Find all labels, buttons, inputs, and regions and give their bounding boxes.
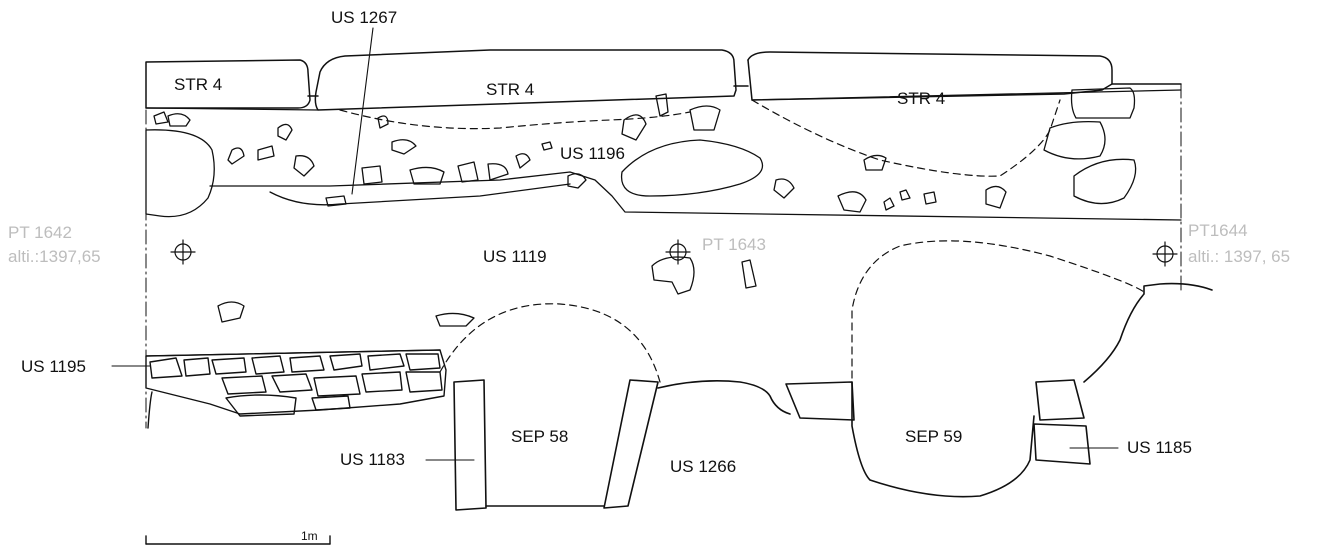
leader-lines xyxy=(111,27,1119,461)
str4-label-middle: STR 4 xyxy=(486,80,535,99)
us1196-rubble xyxy=(145,93,764,218)
str4-blocks xyxy=(145,49,1182,111)
us-1267-label: US 1267 xyxy=(331,8,398,27)
us-1195-label: US 1195 xyxy=(21,357,86,376)
us1195-rubble xyxy=(145,349,447,429)
sep-58-label: SEP 58 xyxy=(511,427,569,446)
pt-1642-altitude: alti.:1397,65 xyxy=(8,247,101,266)
us-1183-label: US 1183 xyxy=(340,450,405,469)
us-1196-label: US 1196 xyxy=(560,144,625,163)
pt-1643-label: PT 1643 xyxy=(702,235,766,254)
datum-crosshair-pt1644 xyxy=(1152,241,1178,267)
us-1185-label: US 1185 xyxy=(1127,438,1192,457)
dashed-boundaries xyxy=(339,99,1145,383)
scale-bar-label: 1m xyxy=(301,529,318,543)
section-limits xyxy=(145,61,1182,429)
datum-crosshair-pt1642 xyxy=(170,239,196,265)
pt-1644-label: PT1644 xyxy=(1188,221,1248,240)
datum-crosshair-pt1643 xyxy=(665,239,691,265)
us-1119-label: US 1119 xyxy=(483,247,547,266)
str4-label-left: STR 4 xyxy=(174,75,223,94)
pt-1642-label: PT 1642 xyxy=(8,223,72,242)
us1196-rubble-right xyxy=(773,87,1137,213)
scale-bar xyxy=(145,535,331,545)
sep-59-label: SEP 59 xyxy=(905,427,963,446)
us1119-stones xyxy=(217,256,757,327)
pt-1644-altitude: alti.: 1397, 65 xyxy=(1188,247,1291,266)
grave-features xyxy=(453,282,1213,511)
layer-lines xyxy=(145,89,1182,357)
str4-label-right: STR 4 xyxy=(897,89,946,108)
us-1266-label: US 1266 xyxy=(670,457,737,476)
